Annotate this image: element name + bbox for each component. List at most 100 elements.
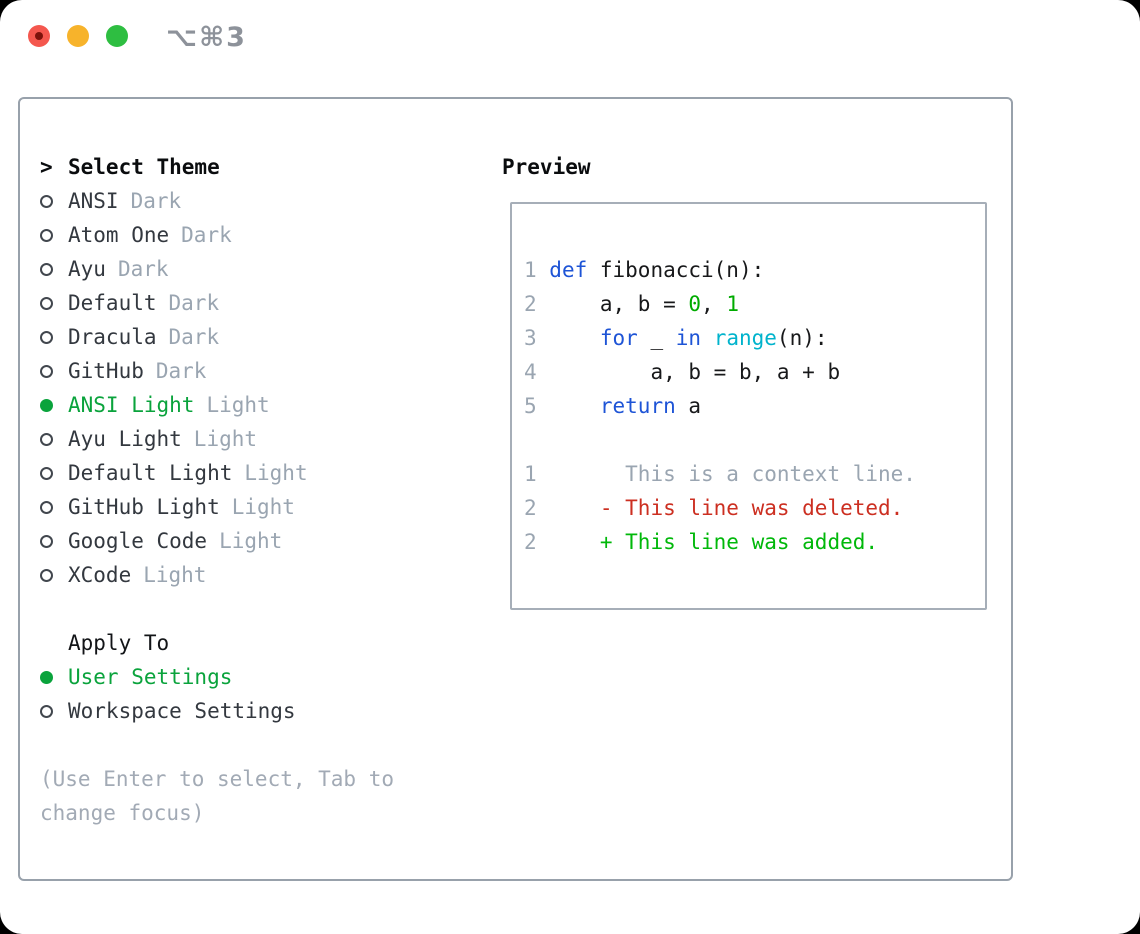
- theme-option[interactable]: ANSI Dark: [40, 184, 308, 218]
- radio-unselected-icon[interactable]: [40, 568, 53, 582]
- theme-option[interactable]: GitHub Dark: [40, 354, 308, 388]
- minimize-button[interactable]: [67, 25, 89, 47]
- option-variant-label: Light: [193, 427, 258, 451]
- hint-line: (Use Enter to select, Tab to: [40, 767, 395, 791]
- radio-selected-icon[interactable]: [40, 670, 53, 684]
- radio-selected-icon[interactable]: [40, 398, 53, 412]
- option-variant-label: Dark: [155, 359, 207, 383]
- code-line: 1 def fibonacci(n):: [524, 253, 985, 287]
- code-line: 2 - This line was deleted.: [524, 491, 985, 525]
- apply-to-option[interactable]: Workspace Settings: [40, 694, 296, 728]
- line-number: 1: [524, 258, 550, 282]
- option-label: GitHub: [68, 359, 144, 383]
- code-token: in: [675, 326, 702, 350]
- theme-option[interactable]: XCode Light: [40, 558, 308, 592]
- line-number: 2: [524, 496, 550, 520]
- option-label: Ayu Light: [68, 427, 182, 451]
- option-label: Atom One: [68, 223, 170, 247]
- option-variant-label: Light: [231, 495, 295, 519]
- radio-unselected-icon[interactable]: [40, 534, 53, 548]
- option-label: Workspace Settings: [68, 699, 296, 723]
- radio-unselected-icon[interactable]: [40, 466, 53, 480]
- radio-unselected-icon[interactable]: [40, 262, 53, 276]
- theme-option[interactable]: Ayu Light Light: [40, 422, 308, 456]
- code-token: - This line was deleted.: [549, 496, 904, 520]
- code-line: 2 + This line was added.: [524, 525, 985, 559]
- theme-option[interactable]: Dracula Dark: [40, 320, 308, 354]
- code-token: [701, 326, 714, 350]
- option-variant-label: Dark: [168, 325, 220, 349]
- option-label: ANSI: [68, 189, 119, 213]
- theme-option[interactable]: GitHub Light Light: [40, 490, 308, 524]
- theme-option[interactable]: Atom One Dark: [40, 218, 308, 252]
- code-token: 1: [726, 292, 739, 316]
- titlebar: ⌥⌘3: [0, 0, 1140, 74]
- line-number: 4: [524, 360, 550, 384]
- option-label: GitHub Light: [68, 495, 220, 519]
- radio-unselected-icon[interactable]: [40, 704, 53, 718]
- code-token: This is a context line.: [549, 462, 916, 486]
- line-number: 2: [524, 292, 550, 316]
- option-label: User Settings: [68, 665, 233, 689]
- code-line: 1 This is a context line.: [524, 457, 985, 491]
- close-button[interactable]: [28, 25, 50, 47]
- option-variant-label: Dark: [117, 257, 169, 281]
- hint-text: (Use Enter to select, Tab to change focus…: [40, 762, 394, 830]
- code-token: range: [713, 326, 777, 350]
- code-token: [549, 394, 600, 418]
- preview-title: Preview: [502, 155, 591, 179]
- window-shortcut-title: ⌥⌘3: [166, 22, 247, 53]
- code-line: 4 a, b = b, a + b: [524, 355, 985, 389]
- code-token: a, b =: [549, 292, 689, 316]
- option-variant-label: Light: [143, 563, 207, 587]
- code-token: fibonacci(n):: [599, 258, 765, 282]
- option-variant-label: Light: [206, 393, 270, 417]
- radio-unselected-icon[interactable]: [40, 194, 53, 208]
- line-number: 3: [524, 326, 550, 350]
- select-theme-header: > Select Theme: [40, 150, 220, 184]
- code-line: 2 a, b = 0, 1: [524, 287, 985, 321]
- radio-unselected-icon[interactable]: [40, 296, 53, 310]
- radio-unselected-icon[interactable]: [40, 330, 53, 344]
- radio-unselected-icon[interactable]: [40, 228, 53, 242]
- apply-to-header: Apply To: [68, 631, 170, 655]
- radio-unselected-icon[interactable]: [40, 500, 53, 514]
- code-token: a, b = b, a + b: [549, 360, 841, 384]
- code-token: _: [637, 326, 676, 350]
- maximize-button[interactable]: [106, 25, 128, 47]
- option-variant-label: Light: [244, 461, 308, 485]
- option-label: Dracula: [68, 325, 157, 349]
- focus-caret: >: [40, 155, 53, 179]
- code-token: def: [549, 258, 600, 282]
- line-number: 2: [524, 530, 550, 554]
- code-line: 3 for _ in range(n):: [524, 321, 985, 355]
- code-token: + This line was added.: [549, 530, 879, 554]
- option-variant-label: Dark: [181, 223, 232, 247]
- line-number: 1: [524, 462, 550, 486]
- option-label: Default Light: [68, 461, 233, 485]
- code-token: for: [599, 326, 638, 350]
- radio-unselected-icon[interactable]: [40, 432, 53, 446]
- code-line: 5 return a: [524, 389, 985, 423]
- apply-to-option[interactable]: User Settings: [40, 660, 296, 694]
- code-token: return: [599, 394, 676, 418]
- theme-option[interactable]: Default Light Light: [40, 456, 308, 490]
- option-variant-label: Dark: [130, 189, 182, 213]
- option-variant-label: Light: [219, 529, 283, 553]
- line-number: 5: [524, 394, 550, 418]
- code-token: [549, 326, 600, 350]
- option-label: XCode: [68, 563, 132, 587]
- hint-line: change focus): [40, 801, 205, 825]
- radio-unselected-icon[interactable]: [40, 364, 53, 378]
- select-theme-title: Select Theme: [68, 155, 220, 179]
- option-label: Default: [68, 291, 157, 315]
